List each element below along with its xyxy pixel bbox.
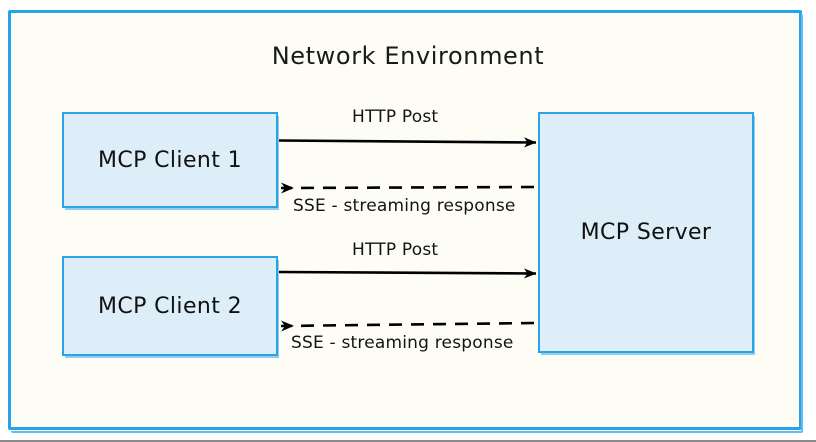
node-mcp-client-1[interactable]: MCP Client 1 (62, 112, 278, 208)
edge-http-post-1 (278, 137, 537, 148)
node-mcp-server[interactable]: MCP Server (538, 112, 754, 353)
diagram-title: Network Environment (271, 42, 545, 70)
edge-label-sse-2: SSE - streaming response (291, 333, 514, 353)
viewport-bottom-rule (0, 440, 816, 442)
node-mcp-client-2[interactable]: MCP Client 2 (62, 256, 278, 356)
node-label: MCP Server (580, 220, 712, 245)
edge-label-http-post-1: HTTP Post (352, 107, 439, 127)
node-label: MCP Client 2 (97, 293, 243, 319)
edge-label-http-post-2: HTTP Post (352, 240, 439, 260)
edge-http-post-2 (278, 268, 537, 279)
edge-label-sse-1: SSE - streaming response (293, 196, 516, 216)
edge-sse-1 (280, 182, 535, 194)
node-label: MCP Client 1 (97, 147, 243, 173)
edge-sse-2 (280, 320, 535, 332)
